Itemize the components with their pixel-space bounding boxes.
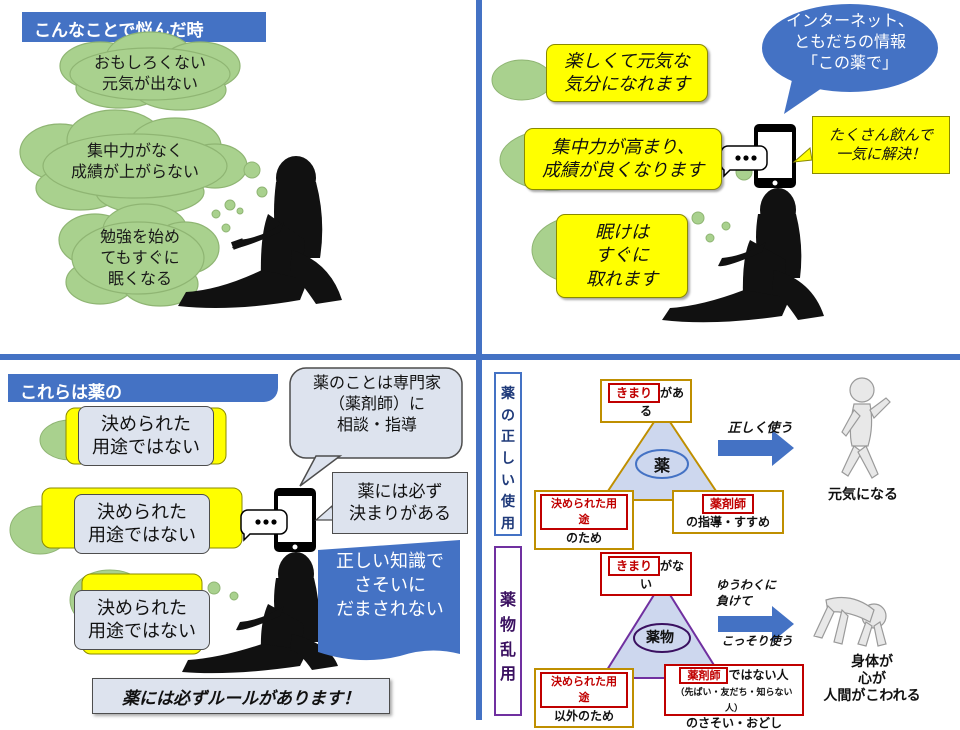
misuse-side-frame: [494, 546, 522, 716]
misuse-center-oval: [633, 623, 691, 653]
proper-vs-misuse-graphic: [600, 377, 891, 679]
not-purpose-label-1: 決められた 用途ではない: [78, 406, 214, 466]
cloud-text-1: おもしろくない 元気が出ない: [93, 53, 206, 94]
phone-callout: たくさん飲んで 一気に解決！: [812, 116, 950, 174]
info-speech-bubble: [762, 4, 938, 114]
thought-cloud-1: [59, 31, 241, 111]
cloud-text-2: 集中力がなく 成績が上がらない: [70, 141, 199, 182]
sitting-girl-silhouette-3: [182, 552, 338, 674]
proper-purpose-box: 決められた用途 のため: [534, 490, 634, 550]
worries-clouds-graphic: [19, 31, 342, 308]
misuse-center-label: 薬物: [646, 630, 674, 646]
vertical-divider: [476, 0, 482, 720]
misuse-rule-tag: きまり: [607, 556, 660, 576]
misuse-rule-box: きまりがない: [600, 552, 692, 596]
misuse-side-label: 薬 物 乱 用: [499, 590, 516, 684]
proper-use-side-frame: [494, 372, 522, 536]
knowledge-box-text: 正しい知識で さそいに だまされない: [336, 551, 444, 620]
horizontal-divider: [0, 354, 960, 360]
misuse-pharmacist-tag: 薬剤師: [679, 667, 729, 684]
proper-purpose-tag: 決められた用途: [540, 494, 628, 530]
misuse-arrow-label-top: ゆうわくに 負けて: [716, 578, 777, 608]
proper-pharmacist-box: 薬剤師 の指導・すすめ: [672, 490, 784, 534]
callout-pointer: [792, 147, 813, 163]
pharmacist-bubble-text: 薬のことは専門家 （薬剤師）に 相談・指導: [312, 373, 441, 435]
rules-bottom-banner: 薬には必ずルールがあります！: [92, 678, 390, 714]
misuse-pharmacist-box: 薬剤師ではない人 （先ぱい・友だち・知らない人） のさそい・おどし: [664, 664, 804, 730]
not-purpose-label-2: 決められた 用途ではない: [74, 494, 210, 554]
misuse-pharmacist-suffix: ではない人: [728, 668, 789, 682]
claim-box-1: 楽しくて元気な 気分になれます: [546, 44, 708, 102]
not-purpose-label-3: 決められた 用途ではない: [74, 590, 210, 650]
proper-use-side-label: 薬 の 正 し い 使 用: [501, 386, 515, 533]
thought-cloud-3: [58, 203, 220, 307]
thought-cloud-2: [19, 109, 248, 215]
smartphone-icon-2: [240, 488, 316, 552]
proper-result-label: 元気になる: [828, 487, 898, 503]
walking-figure-icon: [841, 377, 891, 479]
rules-banner: これらは薬の: [8, 374, 278, 403]
rules-callout: 薬には必ず 決まりがある: [332, 472, 468, 534]
proper-rule-tag: きまり: [607, 383, 660, 403]
misuse-purpose-tag: 決められた用途: [540, 672, 628, 708]
proper-arrow-label: 正しく使う: [727, 421, 793, 436]
smartphone-icon: [720, 124, 796, 188]
sitting-girl-silhouette-1: [178, 156, 342, 308]
proper-purpose-suffix: のため: [565, 531, 602, 545]
misuse-pharmacist-suffix2: のさそい・おどし: [685, 716, 782, 730]
proper-pharmacist-suffix: の指導・すすめ: [685, 515, 770, 529]
pharmacist-speech-bubble: [289, 367, 463, 487]
proper-center-label: 薬: [653, 456, 670, 475]
collapsed-figure-icon: [813, 597, 887, 647]
misuse-pharmacist-note: （先ぱい・友だち・知らない人）: [675, 688, 793, 714]
cloud-text-3: 勉強を始め てもすぐに 眠くなる: [99, 227, 180, 289]
info-bubble-text: インターネット、 ともだちの情報 「この薬で」: [786, 11, 914, 73]
thought-dots: [211, 161, 268, 233]
misuse-purpose-box: 決められた用途 以外のため: [534, 668, 634, 728]
claim-box-2: 集中力が高まり、 成績が良くなります: [524, 128, 722, 190]
misuse-result-label: 身体が 心が 人間がこわれる: [823, 654, 921, 704]
misuse-arrow: [718, 606, 794, 642]
claim-box-3: 眠けは すぐに 取れます: [556, 214, 688, 298]
proper-use-center-oval: [635, 449, 689, 479]
sitting-girl-silhouette-2: [662, 188, 824, 323]
misuse-arrow-label-bottom: こっそり使う: [721, 634, 793, 648]
proper-rule-suffix: がある: [639, 386, 685, 418]
misuse-rule-suffix: がない: [639, 559, 685, 591]
proper-pharmacist-tag: 薬剤師: [701, 494, 754, 514]
proper-rule-box: きまりがある: [600, 379, 692, 423]
knowledge-box-shape: [318, 540, 460, 661]
proper-use-arrow: [718, 430, 794, 466]
misuse-purpose-suffix: 以外のため: [553, 709, 614, 723]
